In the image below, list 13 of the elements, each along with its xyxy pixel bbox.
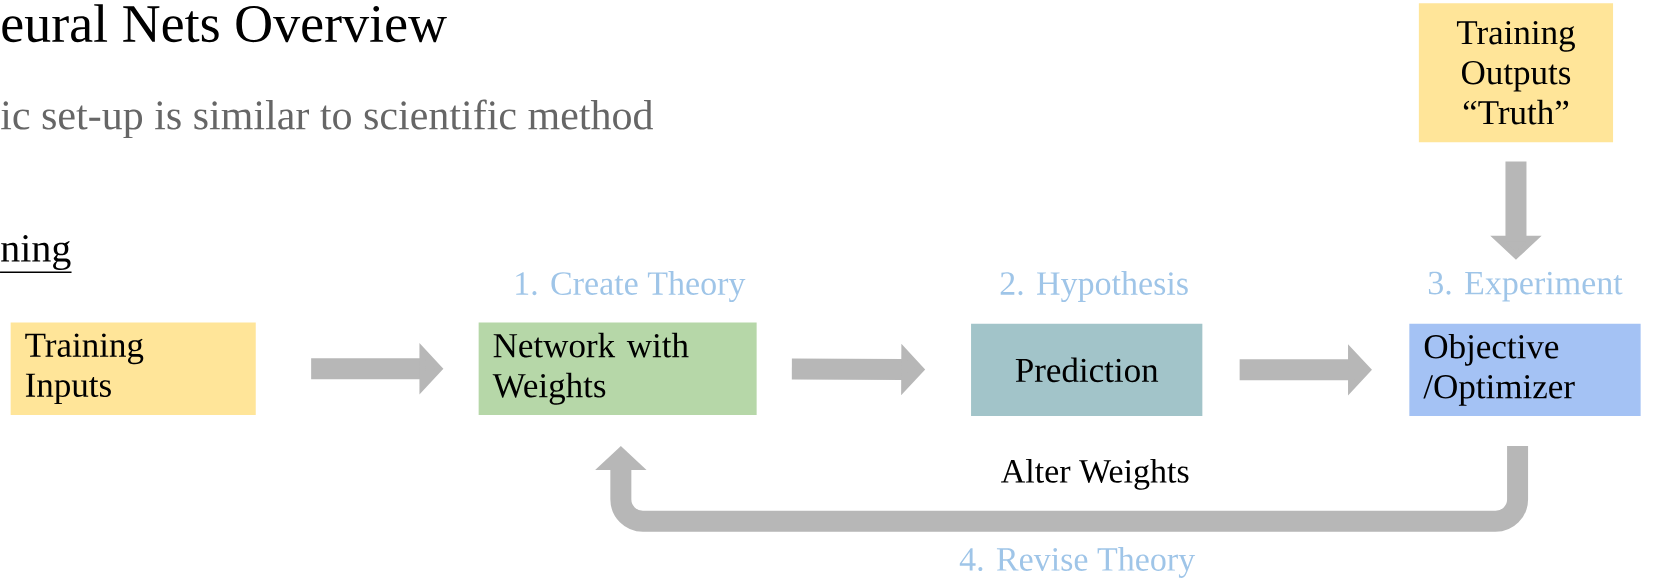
process-box: Training Outputs “Truth” [1418,3,1614,143]
title: eural Nets Overview [2,4,447,43]
process-box: Training Inputs [10,322,256,415]
process-box: Objective /Optimizer [1409,323,1641,416]
step-label: 3. Experiment [1428,271,1623,302]
step-label: 2. Hypothesis [1000,271,1188,302]
process-box: Network with Weights [478,322,757,415]
edge-label: Alter Weights [1001,458,1189,490]
step-label: 1. Create Theory [516,271,746,302]
process-box: Prediction [971,323,1203,416]
section-heading: ning [0,235,73,274]
subtitle: ic set-up is similar to scientific method [1,99,653,139]
stage-label: 4. Revise Theory [959,547,1196,578]
